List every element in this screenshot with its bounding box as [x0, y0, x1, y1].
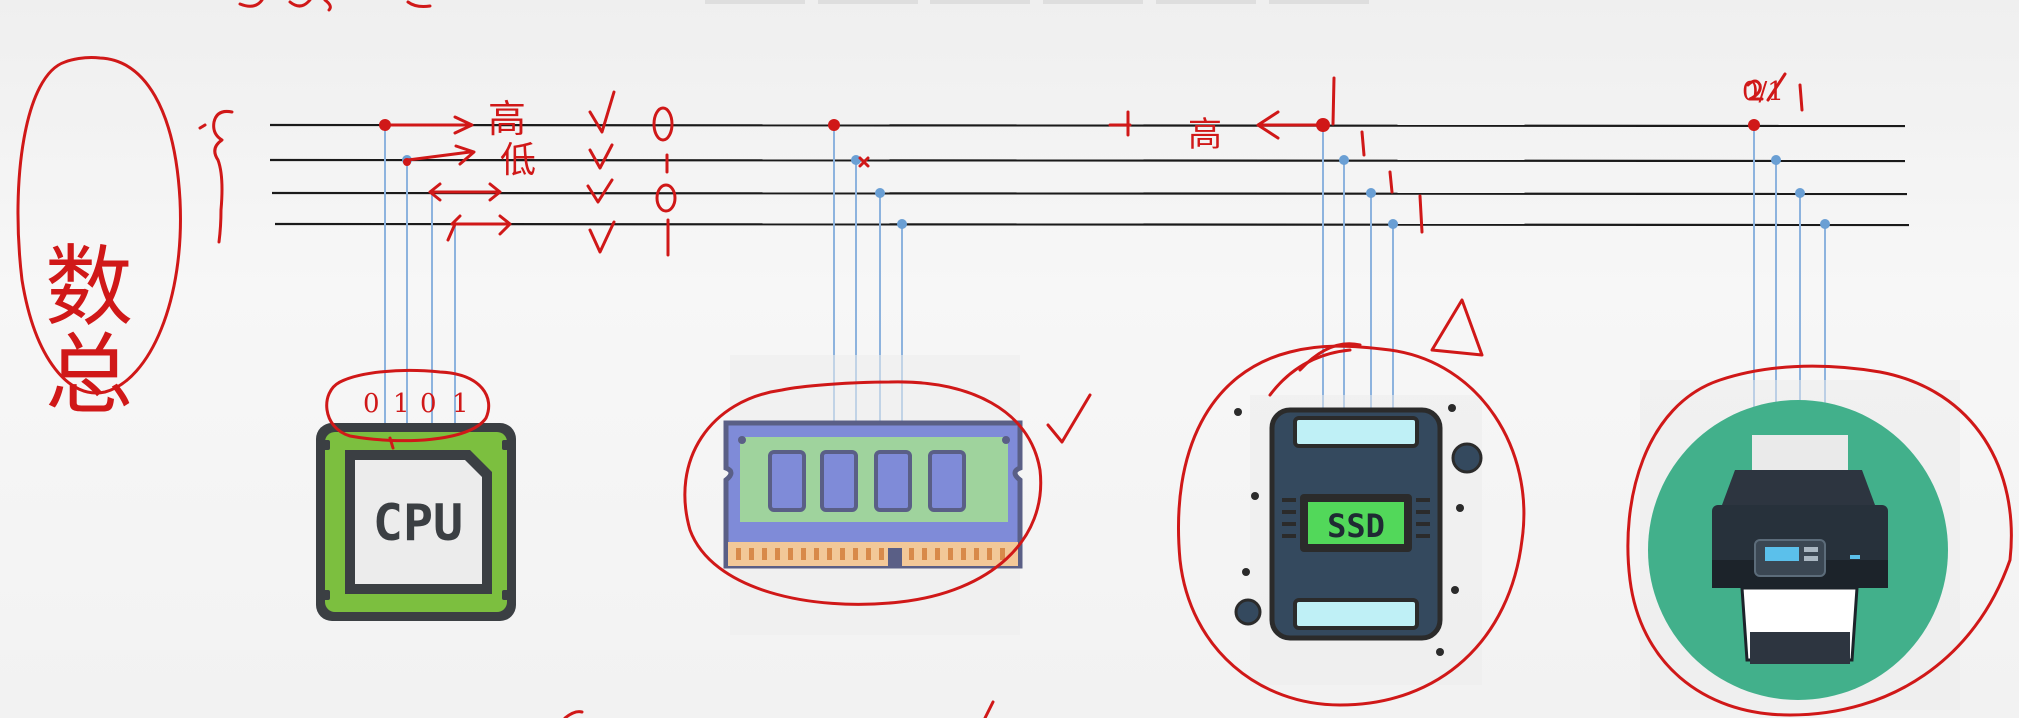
bus-line-2: [269, 158, 1906, 163]
node: [1820, 219, 1830, 229]
line-label-high: 高: [488, 97, 526, 141]
red-node-dots: [379, 118, 1760, 166]
node: [1339, 155, 1349, 165]
ssd-mid-label: 高: [1188, 115, 1222, 155]
line-label-low: 低: [500, 140, 536, 181]
printer-label: 0/1: [1742, 77, 1784, 107]
node: [897, 219, 907, 229]
cpu-label: CPU: [373, 494, 463, 552]
node: [1795, 188, 1805, 198]
cpu-bit-2: 0: [420, 389, 437, 419]
node: [875, 188, 885, 198]
bus-line-1: [269, 123, 1906, 128]
left-ellipse: [16, 56, 182, 395]
cpu-bit-1: 1: [393, 389, 410, 419]
ssd-drive-icon: SSD: [1234, 395, 1483, 685]
bus-lines: [269, 123, 1910, 227]
printer-ellipse: [1626, 364, 2013, 717]
node: [851, 155, 861, 165]
printer-icon: [1640, 380, 1960, 710]
left-brace: [212, 110, 234, 244]
handwritten-text: 数总 0 1 0 1 高 低 高 0/1: [31, 77, 1784, 419]
ssd-label: SSD: [1327, 507, 1385, 545]
handwritten-annotations: [16, 0, 2013, 718]
cpu-bits-circle: [325, 368, 491, 443]
bus-line-4: [274, 222, 1910, 227]
bus-line-3: [271, 191, 1908, 196]
node: [1388, 219, 1398, 229]
left-bracket-label: 数总: [31, 240, 134, 416]
cpu-bit-3: 1: [452, 389, 469, 419]
node: [1366, 188, 1376, 198]
connector-wires: [384, 125, 1826, 430]
cpu-chip-icon: CPU: [316, 423, 516, 621]
ssd-ellipse: [1177, 344, 1526, 707]
top-tab-strip: [705, 0, 1369, 4]
memory-module-icon: [723, 355, 1023, 635]
ram-ellipse: [683, 380, 1043, 606]
cpu-bit-0: 0: [363, 389, 380, 419]
node: [1771, 155, 1781, 165]
connection-nodes: [380, 120, 1830, 229]
